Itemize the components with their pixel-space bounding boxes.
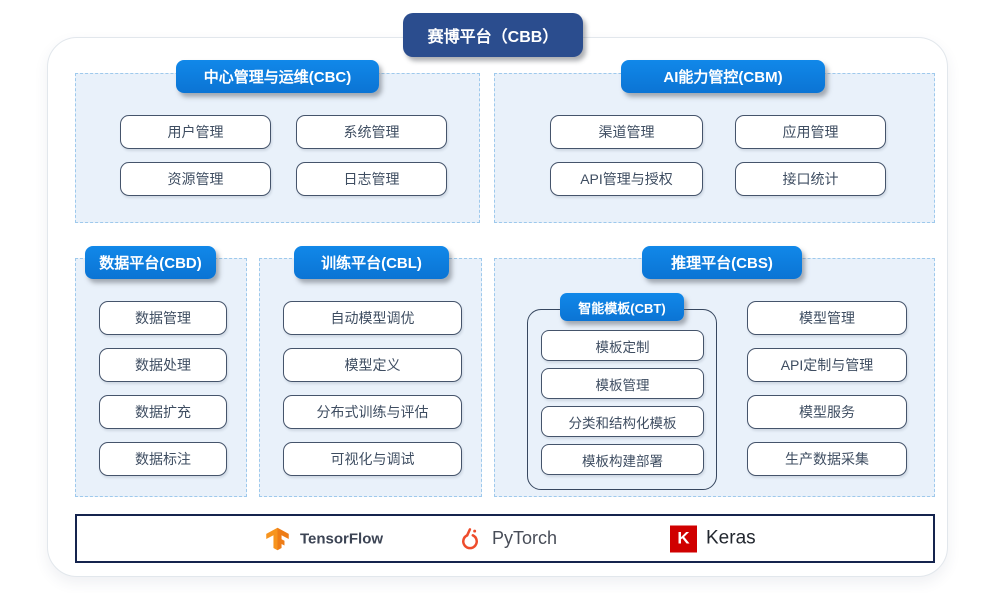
keras-label: Keras bbox=[706, 527, 756, 549]
pill-cbs: 推理平台(CBS) bbox=[642, 246, 802, 279]
block-item: 自动模型调优 bbox=[283, 301, 462, 335]
keras-logo: K Keras bbox=[670, 525, 756, 552]
block-item: 可视化与调试 bbox=[283, 442, 462, 476]
block-item: 资源管理 bbox=[120, 162, 271, 196]
pytorch-label: PyTorch bbox=[492, 528, 558, 548]
pytorch-icon bbox=[457, 526, 483, 552]
block-item: 模板构建部署 bbox=[541, 444, 704, 475]
pill-cbd: 数据平台(CBD) bbox=[85, 246, 216, 279]
pill-cbc-label: 中心管理与运维(CBC) bbox=[203, 69, 352, 86]
pill-cbd-label: 数据平台(CBD) bbox=[99, 255, 202, 272]
block-item: 系统管理 bbox=[296, 115, 447, 149]
pill-cbl: 训练平台(CBL) bbox=[294, 246, 449, 279]
frameworks-bar: TensorFlow PyTorch K Keras bbox=[75, 514, 935, 563]
block-item: 应用管理 bbox=[735, 115, 886, 149]
platform-title: 赛博平台（CBB） bbox=[403, 13, 583, 57]
tensorflow-label: TensorFlow bbox=[300, 530, 384, 547]
pill-cbm-label: AI能力管控(CBM) bbox=[663, 69, 783, 86]
platform-title-label: 赛博平台（CBB） bbox=[427, 29, 559, 46]
block-item: 数据管理 bbox=[99, 301, 227, 335]
block-item: 渠道管理 bbox=[550, 115, 703, 149]
tensorflow-logo: TensorFlow bbox=[264, 525, 383, 552]
block-item: 分布式训练与评估 bbox=[283, 395, 462, 429]
block-item: API定制与管理 bbox=[747, 348, 907, 382]
pill-cbm: AI能力管控(CBM) bbox=[621, 60, 825, 93]
keras-icon: K bbox=[670, 525, 697, 552]
block-item: 用户管理 bbox=[120, 115, 271, 149]
block-item: API管理与授权 bbox=[550, 162, 703, 196]
block-item: 模板定制 bbox=[541, 330, 704, 361]
block-item: 数据处理 bbox=[99, 348, 227, 382]
block-item: 分类和结构化模板 bbox=[541, 406, 704, 437]
block-item: 生产数据采集 bbox=[747, 442, 907, 476]
block-item: 日志管理 bbox=[296, 162, 447, 196]
block-item: 模型服务 bbox=[747, 395, 907, 429]
pill-cbt-label: 智能模板(CBT) bbox=[578, 300, 666, 316]
block-item: 模型管理 bbox=[747, 301, 907, 335]
tensorflow-icon bbox=[264, 525, 291, 552]
pill-cbc: 中心管理与运维(CBC) bbox=[176, 60, 379, 93]
block-item: 数据标注 bbox=[99, 442, 227, 476]
pill-cbt: 智能模板(CBT) bbox=[560, 293, 684, 321]
block-item: 接口统计 bbox=[735, 162, 886, 196]
block-item: 模型定义 bbox=[283, 348, 462, 382]
pytorch-logo: PyTorch bbox=[457, 526, 557, 552]
pill-cbl-label: 训练平台(CBL) bbox=[321, 255, 422, 272]
block-item: 模板管理 bbox=[541, 368, 704, 399]
block-item: 数据扩充 bbox=[99, 395, 227, 429]
pill-cbs-label: 推理平台(CBS) bbox=[671, 255, 773, 272]
